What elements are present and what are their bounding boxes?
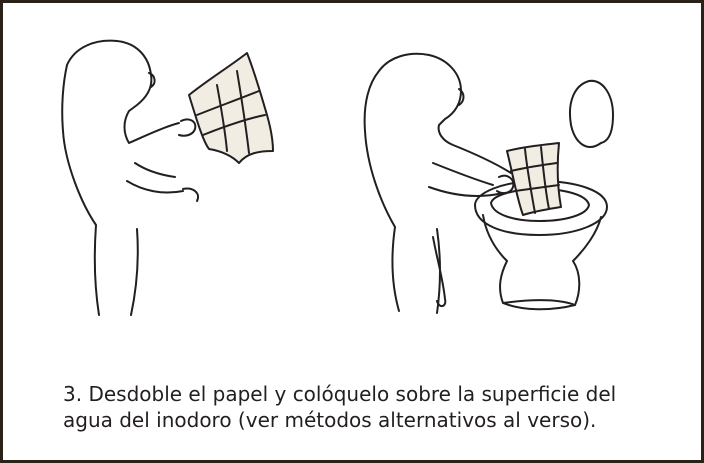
person-placing-paper-in-toilet-icon <box>363 52 614 314</box>
person-unfolding-paper-icon <box>61 39 274 316</box>
instruction-caption: 3. Desdoble el papel y colóquelo sobre l… <box>63 381 673 433</box>
instruction-illustration <box>61 39 614 316</box>
caption-line-2: agua del inodoro (ver métodos alternativ… <box>63 408 597 432</box>
caption-line-1: 3. Desdoble el papel y colóquelo sobre l… <box>63 382 617 406</box>
